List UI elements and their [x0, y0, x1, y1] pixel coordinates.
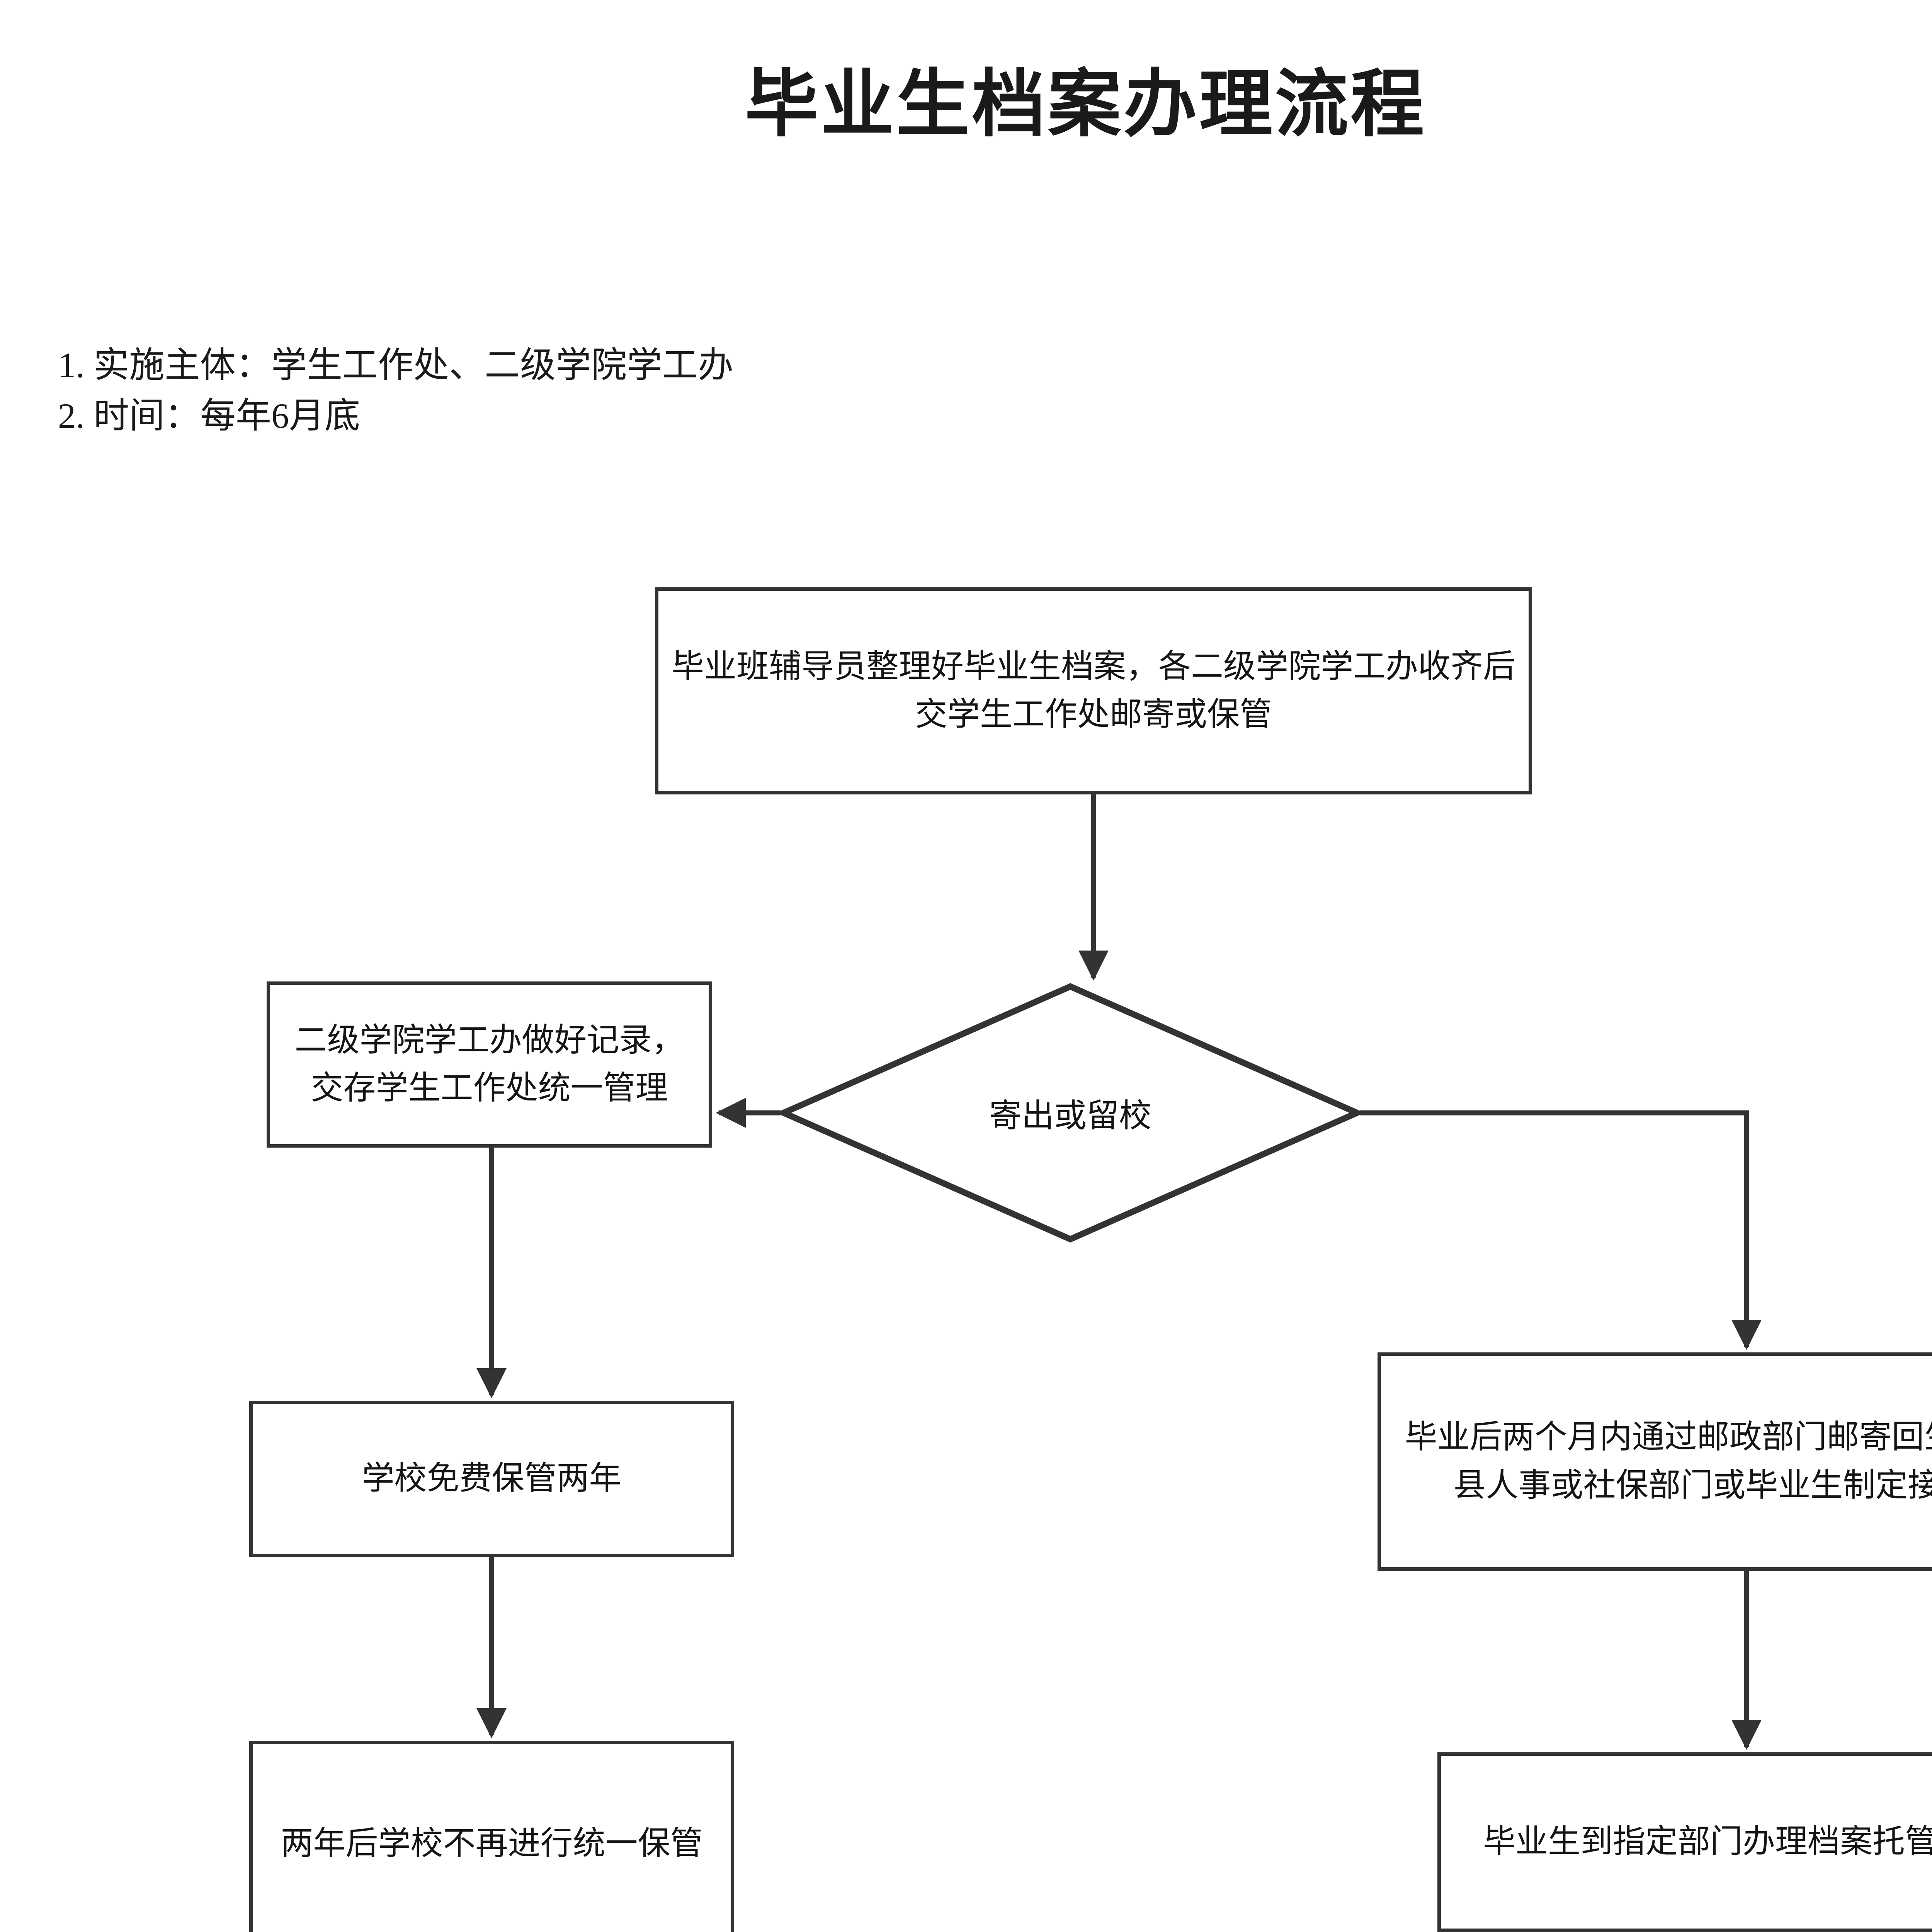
decision-diamond-shape [776, 983, 1365, 1243]
flow-node-mail-out[interactable]: 毕业后两个月内通过邮政部门邮寄回生源地市、县人事或社保部门或毕业生制定接收单位 [1378, 1352, 1932, 1571]
flow-node-start[interactable]: 毕业班辅导员整理好毕业生档案，各二级学院学工办收齐后交学生工作处邮寄或保管 [655, 587, 1532, 794]
note-line-1: 1. 实施主体：学生工作处、二级学院学工办 [58, 345, 734, 385]
note-line-2: 2. 时间：每年6月底 [58, 396, 361, 435]
flow-node-decision[interactable]: 寄出或留校 [776, 983, 1365, 1243]
flow-node-free-two-years[interactable]: 学校免费保管两年 [249, 1401, 734, 1557]
notes-block: 1. 实施主体：学生工作处、二级学院学工办 2. 时间：每年6月底 [58, 340, 733, 441]
flow-node-start-label: 毕业班辅导员整理好毕业生档案，各二级学院学工办收齐后交学生工作处邮寄或保管 [671, 648, 1515, 733]
flow-node-after-two-years[interactable]: 两年后学校不再进行统一保管 [249, 1741, 734, 1932]
flow-node-keep-record-label: 二级学院学工办做好记录，交存学生工作处统一管理 [294, 1022, 684, 1106]
flow-node-keep-record[interactable]: 二级学院学工办做好记录，交存学生工作处统一管理 [267, 981, 712, 1148]
flow-node-mail-out-label: 毕业后两个月内通过邮政部门邮寄回生源地市、县人事或社保部门或毕业生制定接收单位 [1405, 1419, 1932, 1503]
flow-node-custody-procedure[interactable]: 毕业生到指定部门办理档案托管手续 [1437, 1752, 1932, 1932]
page-title: 毕业生档案办理流程 [745, 61, 1427, 147]
flow-node-free-two-years-label: 学校免费保管两年 [362, 1461, 622, 1497]
edge-decision-to-mail-out [1360, 1110, 1762, 1350]
flow-node-after-two-years-label: 两年后学校不再进行统一保管 [281, 1826, 703, 1862]
flow-node-custody-procedure-label: 毕业生到指定部门办理档案托管手续 [1483, 1824, 1932, 1860]
